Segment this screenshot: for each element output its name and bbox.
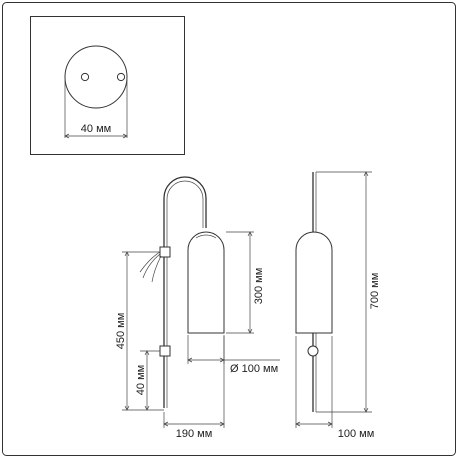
mount-hole-right: [116, 72, 126, 82]
front-cable-2: [142, 253, 161, 279]
total-height-label: 450 мм: [115, 313, 127, 350]
mount-detail-box: [30, 16, 185, 155]
shade-diameter-dimension: Ø 100 мм: [187, 335, 280, 375]
mount-plate-outline: [64, 45, 128, 109]
depth-dimension: 190 мм: [163, 336, 225, 440]
shade-diameter-label: Ø 100 мм: [230, 363, 278, 375]
mount-diameter-dimension: 40 мм: [64, 80, 128, 139]
overall-height-dimension: 700 мм: [316, 171, 381, 413]
depth-label: 190 мм: [176, 428, 213, 440]
overall-height-label: 700 мм: [369, 273, 381, 310]
bracket-height-label: 40 мм: [135, 365, 147, 395]
front-cable-3: [151, 255, 162, 283]
mount-diameter-label: 40 мм: [81, 123, 111, 135]
side-width-dimension: 100 мм: [295, 336, 375, 440]
front-shade: [187, 231, 225, 334]
side-shade: [295, 231, 333, 334]
wall-mount-plate: [64, 45, 128, 109]
shade-height-dimension: 300 мм: [226, 231, 265, 334]
side-width-label: 100 мм: [338, 428, 375, 440]
total-height-dimension: 450 мм: [115, 251, 164, 411]
front-stem-inner: [166, 180, 204, 408]
mount-hole-left: [80, 72, 90, 82]
side-view-lamp: [295, 172, 333, 412]
shade-height-label: 300 мм: [253, 268, 265, 305]
front-bracket: [159, 345, 171, 357]
bracket-height-dimension: 40 мм: [135, 350, 160, 411]
front-view-lamp: [139, 176, 225, 408]
front-switch: [159, 246, 171, 258]
side-bracket: [307, 345, 319, 357]
front-cable-1: [139, 251, 161, 273]
front-stem-arc: [163, 176, 207, 408]
